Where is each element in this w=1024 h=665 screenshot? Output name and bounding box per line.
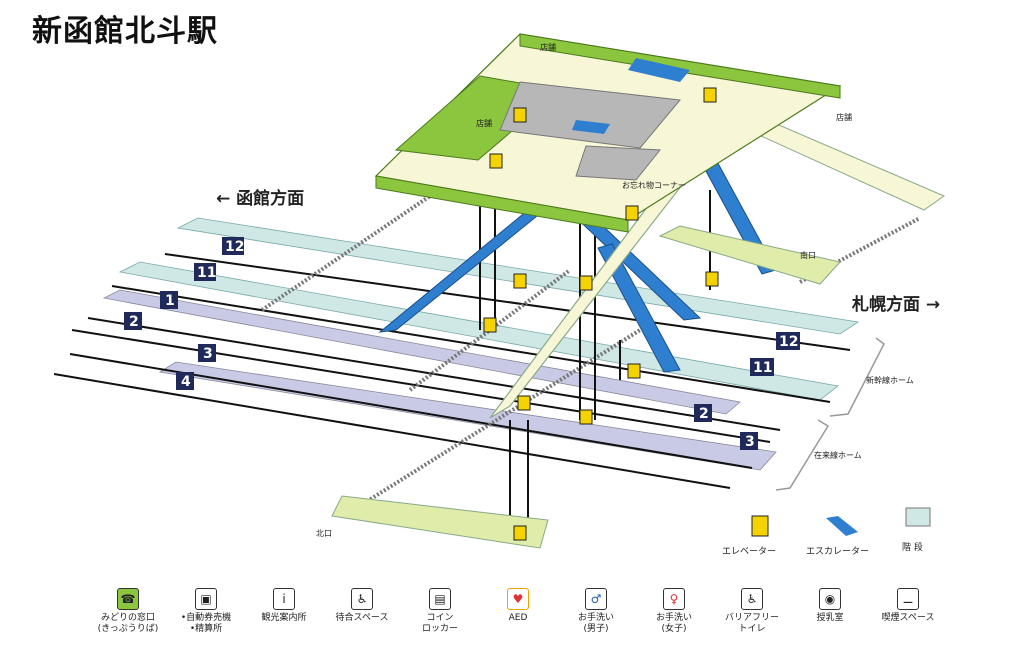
page-title: 新函館北斗駅 [32, 14, 218, 49]
elevator-icon [751, 515, 769, 537]
smoking-space-icon: ⚊ [897, 588, 919, 610]
direction-hakodate: ← 函館方面 [216, 189, 305, 209]
legend-item: ◉ 授乳室 [790, 588, 870, 624]
platform-11 [118, 261, 839, 401]
direction-sapporo: 札幌方面 → [852, 295, 941, 315]
platform-brackets [775, 337, 885, 491]
escalator-icon [826, 516, 858, 536]
south-exit-label: 南口 [800, 250, 816, 260]
tourist-info-icon: i [273, 588, 295, 610]
track-badges: 12 11 1 2 3 4 12 11 2 3 [124, 237, 800, 450]
platform-3-4 [158, 361, 777, 471]
track-3-left: 3 [203, 346, 213, 362]
north-exit-pad [331, 495, 549, 549]
toilet-women-icon: ♀ [663, 588, 685, 610]
track-4-left: 4 [181, 374, 191, 390]
legend-item: ♥ AED [478, 588, 558, 624]
legend-item: ♀ お手洗い(女子) [634, 588, 714, 635]
track-1-left: 1 [165, 293, 175, 309]
stairs-icon [905, 507, 931, 527]
track-11-left: 11 [197, 265, 216, 281]
escalator-legend-label: エスカレーター [806, 547, 870, 557]
track-11-right: 11 [753, 360, 772, 376]
south-exit-pad [658, 225, 841, 285]
waiting-space-icon: ♿ [351, 588, 373, 610]
zairaisen-platform-label: 在来線ホーム [814, 450, 862, 460]
legend-item: ▣ •自動券売機•精算所 [166, 588, 246, 635]
elevator-legend-label: エレベーター [722, 547, 777, 557]
coin-locker-icon: ▤ [429, 588, 451, 610]
legend-item: ☎ みどりの窓口(きっぷうりば) [88, 588, 168, 635]
legend-item: i 観光案内所 [244, 588, 324, 624]
facility-legend: ☎ みどりの窓口(きっぷうりば) ▣ •自動券売機•精算所 i 観光案内所 ♿ … [88, 588, 968, 658]
track-2-left: 2 [129, 314, 139, 330]
stairs-legend-label: 階 段 [902, 543, 923, 553]
track-12-left: 12 [225, 239, 244, 255]
aed-icon: ♥ [507, 588, 529, 610]
track-12-right: 12 [779, 334, 798, 350]
ticket-machine-icon: ▣ [195, 588, 217, 610]
legend-item: ♿ バリアフリートイレ [712, 588, 792, 635]
concourse [374, 33, 842, 233]
midori-madoguchi-icon: ☎ [117, 588, 139, 610]
legend-item: ▤ コインロッカー [400, 588, 480, 635]
nursing-room-icon: ◉ [819, 588, 841, 610]
shinkansen-platform-label: 新幹線ホーム [866, 375, 914, 385]
legend-item: ♂ お手洗い(男子) [556, 588, 636, 635]
shop-label-2: 店舗 [476, 118, 492, 128]
track-2-right: 2 [699, 406, 709, 422]
elevators [483, 87, 719, 541]
lost-found-label: お忘れ物コーナー [622, 180, 686, 190]
toilet-men-icon: ♂ [585, 588, 607, 610]
track-3-right: 3 [745, 434, 755, 450]
legend-item: ⚊ 喫煙スペース [868, 588, 948, 624]
shop-label-1: 店舗 [540, 42, 556, 52]
north-exit-label: 北口 [316, 529, 332, 538]
barrier-free-toilet-icon: ♿ [741, 588, 763, 610]
legend-item: ♿ 待合スペース [322, 588, 402, 624]
shop-label-3: 店舗 [836, 112, 852, 122]
